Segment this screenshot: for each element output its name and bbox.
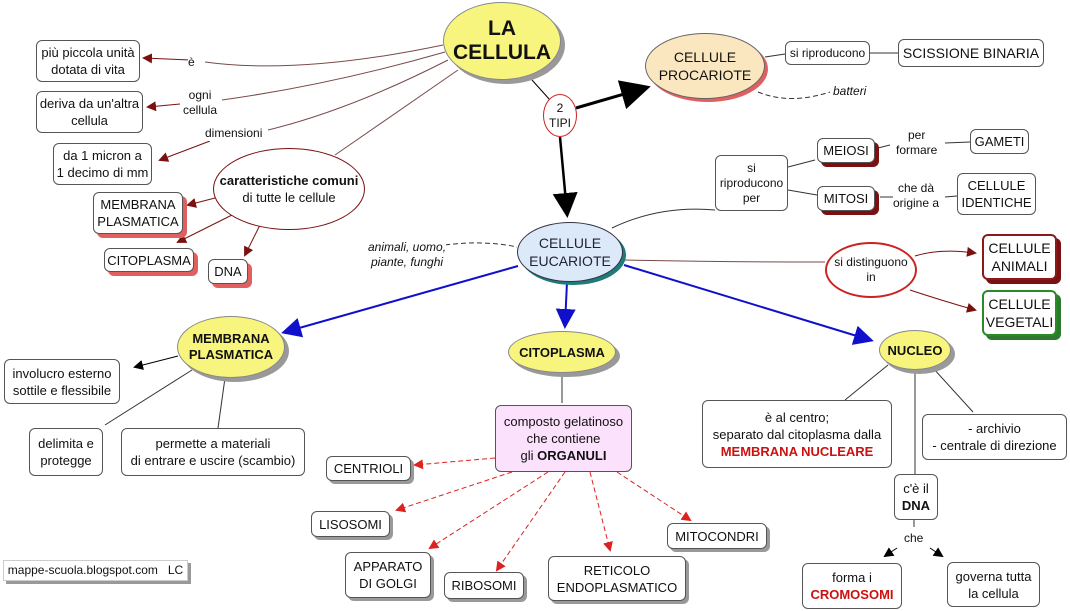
cromosomi-prefix: forma i — [832, 570, 872, 585]
root-node-la-cellula[interactable]: LA CELLULA — [443, 2, 561, 80]
link-label-che: che — [904, 531, 924, 546]
node-ribosomi[interactable]: RIBOSOMI — [444, 572, 524, 599]
link-label-dimensioni: dimensioni — [205, 126, 263, 141]
link-si-riproducono-per[interactable]: si riproducono per — [715, 155, 788, 211]
node-common-citoplasma[interactable]: CITOPLASMA — [104, 248, 194, 272]
node-mitosi[interactable]: MITOSI — [817, 186, 875, 211]
node-archivio[interactable]: - archivio - centrale di direzione — [922, 414, 1067, 460]
node-dimensions[interactable]: da 1 micron a 1 decimo di mm — [53, 143, 152, 185]
link-label-ogni-cellula: ogni cellula — [183, 88, 218, 118]
link-si-riproducono[interactable]: si riproducono — [785, 41, 870, 65]
node-citoplasma[interactable]: CITOPLASMA — [508, 331, 616, 373]
link-si-distinguono-in[interactable]: si distinguono in — [825, 242, 917, 298]
node-gameti[interactable]: GAMETI — [970, 129, 1029, 154]
node-apparato-di-golgi[interactable]: APPARATO DI GOLGI — [345, 552, 431, 598]
link-label-e: è — [188, 55, 195, 70]
node-nucleo-center[interactable]: è al centro; separato dal citoplasma dal… — [702, 400, 892, 468]
node-reticolo-endoplasmatico[interactable]: RETICOLO ENDOPLASMATICO — [548, 556, 686, 601]
node-governa[interactable]: governa tutta la cellula — [947, 562, 1040, 607]
node-meiosi[interactable]: MEIOSI — [817, 138, 875, 163]
link-label-per-formare: per formare — [896, 128, 938, 158]
node-scissione-binaria[interactable]: SCISSIONE BINARIA — [898, 39, 1044, 67]
dna-label: DNA — [901, 498, 931, 513]
node-lisosomi[interactable]: LISOSOMI — [311, 511, 390, 537]
node-membrana-plasmatica[interactable]: MEMBRANA PLASMATICA — [177, 316, 285, 378]
label-eucariote-examples: animali, uomo, piante, funghi — [368, 240, 447, 270]
common-features-title: caratteristiche comuni — [219, 173, 359, 188]
node-centrioli[interactable]: CENTRIOLI — [326, 456, 411, 481]
footer-credit: mappe-scuola.blogspot.com LC — [3, 560, 188, 581]
node-common-features[interactable]: caratteristiche comuni di tutte le cellu… — [213, 148, 365, 230]
node-cellule-animali[interactable]: CELLULE ANIMALI — [982, 234, 1057, 280]
citoplasma-desc-text: composto gelatinoso che contiene gli ORG… — [504, 413, 623, 464]
label-batteri: batteri — [833, 84, 867, 99]
node-cellule-vegetali[interactable]: CELLULE VEGETALI — [982, 290, 1057, 336]
node-delimita[interactable]: delimita e protegge — [29, 428, 103, 476]
dna-prefix: c'è il — [903, 481, 929, 496]
nucleo-center-text: è al centro; separato dal citoplasma dal… — [712, 409, 882, 442]
node-cromosomi[interactable]: forma i CROMOSOMI — [802, 563, 902, 609]
node-involucro[interactable]: involucro esterno sottile e flessibile — [4, 359, 120, 404]
node-smallest-unit[interactable]: più piccola unità dotata di vita — [36, 40, 140, 82]
citoplasma-desc-organuli: ORGANULI — [537, 448, 607, 463]
cromosomi-label: CROMOSOMI — [810, 587, 894, 602]
node-common-membrana[interactable]: MEMBRANA PLASMATICA — [93, 192, 183, 234]
node-eucariote[interactable]: CELLULE EUCARIOTE — [517, 222, 623, 282]
node-permette-scambio[interactable]: permette a materiali di entrare e uscire… — [121, 428, 305, 476]
node-derives[interactable]: deriva da un'altra cellula — [36, 91, 143, 133]
node-common-dna[interactable]: DNA — [208, 259, 248, 284]
node-dna[interactable]: c'è il DNA — [894, 474, 938, 520]
node-nucleo[interactable]: NUCLEO — [879, 330, 951, 370]
node-procariote[interactable]: CELLULE PROCARIOTE — [645, 33, 765, 99]
node-cellule-identiche[interactable]: CELLULE IDENTICHE — [957, 173, 1036, 215]
link-label-che-da-origine-a: che dà origine a — [893, 181, 940, 211]
nucleo-membrana-nucleare: MEMBRANA NUCLEARE — [720, 443, 874, 459]
common-features-subtitle: di tutte le cellule — [242, 190, 336, 205]
node-citoplasma-desc[interactable]: composto gelatinoso che contiene gli ORG… — [495, 405, 632, 472]
node-mitocondri[interactable]: MITOCONDRI — [667, 523, 767, 549]
citoplasma-desc-plain: composto gelatinoso che contiene gli — [503, 414, 624, 463]
types-node[interactable]: 2 TIPI — [543, 94, 577, 137]
